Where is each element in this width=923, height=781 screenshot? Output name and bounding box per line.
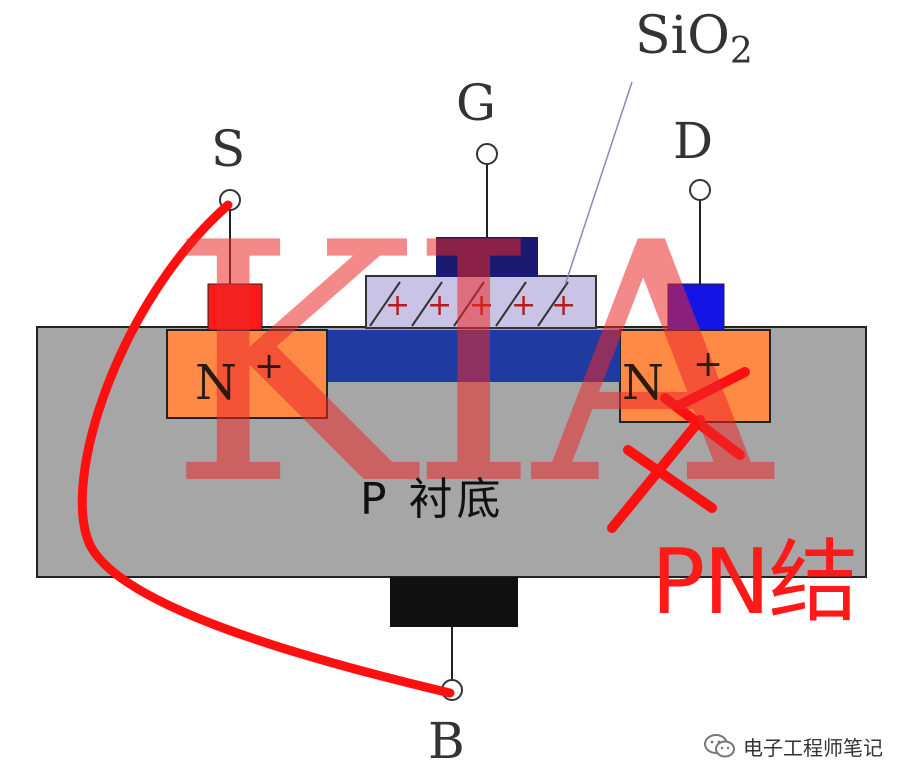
source-n-region <box>166 329 328 419</box>
body-label: B <box>428 712 465 770</box>
oxide-leader-line <box>564 81 633 286</box>
footer-credit: 电子工程师笔记 <box>703 731 883 761</box>
substrate-label: P 衬底 <box>360 474 505 525</box>
drain-n-label: N <box>622 355 664 411</box>
svg-text:+: + <box>427 288 452 323</box>
svg-text:+: + <box>551 288 576 323</box>
svg-text:+: + <box>511 288 536 323</box>
drain-label: D <box>673 112 714 170</box>
gate-contact <box>436 237 538 277</box>
oxide-label-subscript: 2 <box>729 31 753 72</box>
footer-text: 电子工程师笔记 <box>743 735 883 760</box>
source-contact <box>207 283 263 331</box>
pn-junction-mark <box>607 367 750 533</box>
source-body-curve <box>77 200 455 698</box>
drain-n-plus: + <box>693 344 724 385</box>
source-n-plus: + <box>254 346 285 387</box>
watermark-text: KIA <box>168 173 771 557</box>
body-contact <box>390 577 518 627</box>
svg-text:+: + <box>469 288 494 323</box>
wechat-icon <box>704 734 735 758</box>
oxide-label-main: SiO <box>635 6 730 66</box>
oxide-charges: + + + + + <box>385 288 576 323</box>
drain-contact <box>667 283 725 331</box>
gate-terminal <box>476 143 498 165</box>
pn-junction-label: PN结 <box>651 530 859 635</box>
oxide-label: SiO2 <box>635 10 753 70</box>
source-label: S <box>211 120 246 178</box>
drain-terminal <box>689 179 711 201</box>
channel-region <box>328 330 620 382</box>
gate-label: G <box>456 74 496 132</box>
svg-text:+: + <box>385 288 410 323</box>
oxide-hatch <box>369 281 569 327</box>
source-n-label: N <box>195 355 237 411</box>
